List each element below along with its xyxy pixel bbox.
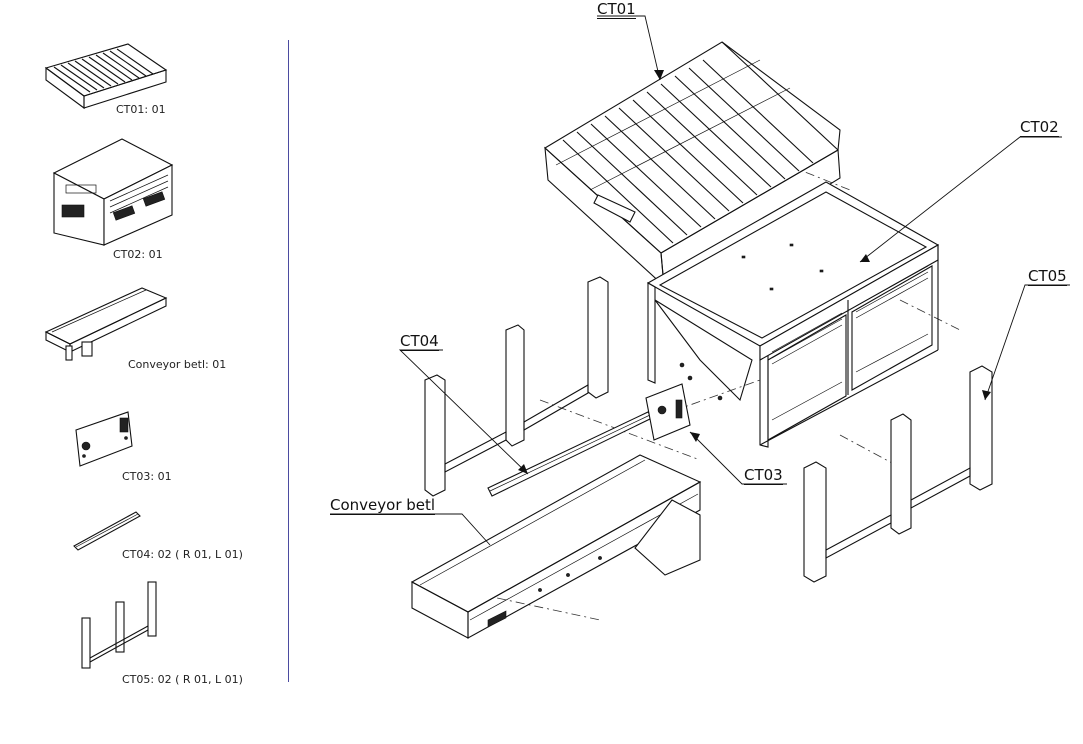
thumbnail-ct05 xyxy=(81,581,157,669)
callout-conveyor: Conveyor betl xyxy=(330,496,436,515)
callout-ct05: CT05 xyxy=(1028,267,1067,286)
caption-ct04: CT04: 02 ( R 01, L 01) xyxy=(122,548,243,561)
thumbnail-ct04 xyxy=(73,511,141,551)
callout-ct01: CT01 xyxy=(597,0,636,19)
caption-ct03: CT03: 01 xyxy=(122,470,172,483)
caption-ct05: CT05: 02 ( R 01, L 01) xyxy=(122,673,243,686)
exploded-view xyxy=(330,15,1070,639)
thumbnail-ct02 xyxy=(52,138,174,246)
thumbnail-ct03 xyxy=(75,411,133,467)
part-conveyor xyxy=(410,454,702,639)
caption-conveyor: Conveyor betl: 01 xyxy=(128,358,227,371)
panel-divider xyxy=(288,40,289,682)
caption-ct02: CT02: 01 xyxy=(113,248,163,261)
part-ct02 xyxy=(646,181,940,448)
thumbnail-conveyor xyxy=(44,287,168,361)
callout-ct04: CT04 xyxy=(400,332,439,351)
callout-ct03: CT03 xyxy=(744,466,783,485)
callout-ct02: CT02 xyxy=(1020,118,1059,137)
part-ct05-right xyxy=(803,365,993,583)
part-ct01 xyxy=(544,41,841,288)
part-ct05-left xyxy=(424,276,609,497)
thumbnail-ct01 xyxy=(44,43,168,110)
caption-ct01: CT01: 01 xyxy=(116,103,166,116)
part-ct03 xyxy=(645,383,691,441)
